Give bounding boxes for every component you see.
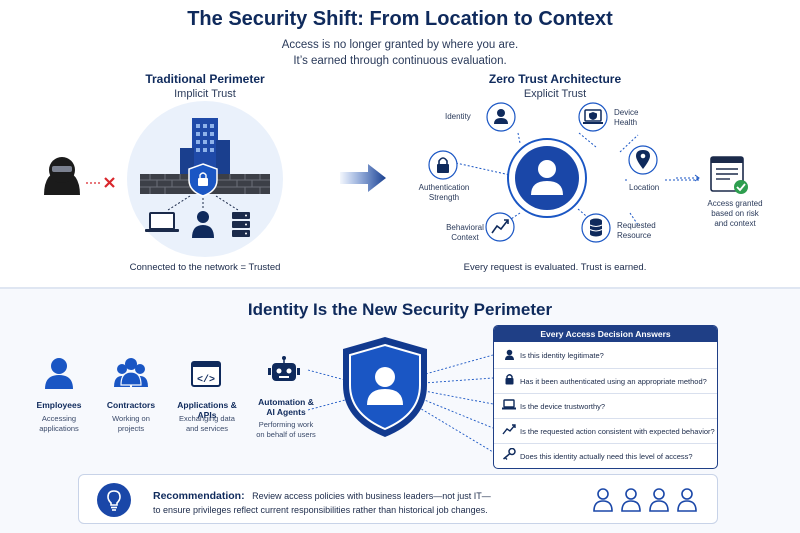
attacker-icon <box>44 157 80 195</box>
shield-to-questions-connectors <box>417 354 494 453</box>
page-subtitle: Access is no longer granted by where you… <box>0 37 800 69</box>
question-row-2: Has it been authenticated using an appro… <box>494 368 717 393</box>
location-node-icon <box>628 145 658 175</box>
recommendation-text: Recommendation: Review access policies w… <box>153 489 593 517</box>
signal-label-identity: Identity <box>445 112 471 121</box>
signal-label-device-health: Device Health <box>614 108 639 127</box>
subtitle-line-1: Access is no longer granted by where you… <box>281 39 519 51</box>
signal-label-resource: Requested Resource <box>617 221 656 240</box>
authentication-node-icon <box>428 150 458 180</box>
question-row-5: Does this identity actually need this le… <box>494 443 717 468</box>
access-decision-panel-heading: Every Access Decision Answers <box>494 326 717 342</box>
people-group-icons <box>593 488 697 512</box>
entity-label-automation: Automation & AI Agents <box>258 397 314 417</box>
page-title: The Security Shift: From Location to Con… <box>187 8 613 30</box>
result-arrowhead <box>694 174 700 182</box>
question-text-5: Does this identity actually need this le… <box>520 451 693 461</box>
laptop-icon <box>498 397 520 415</box>
signal-label-behavioral: Behavioral Context <box>446 223 484 242</box>
question-row-1: Is this identity legitimate? <box>494 343 717 368</box>
requested-resource-node-icon <box>581 213 611 243</box>
identity-section-title: Identity Is the New Security Perimeter <box>247 300 553 319</box>
recommendation-label: Recommendation: <box>153 490 245 502</box>
subtitle-line-2: It’s earned through continuous evaluatio… <box>293 55 507 67</box>
access-granted-label: Access granted based on risk and context <box>707 199 763 228</box>
recommendation-line-1-text: Review access policies with business lea… <box>252 491 491 501</box>
traditional-caption: Connected to the network = Trusted <box>129 262 281 273</box>
section-divider <box>0 287 800 289</box>
identity-shield-diagram <box>307 337 494 453</box>
access-granted-document-icon <box>710 156 748 194</box>
employees-icon <box>45 358 73 389</box>
user-icon <box>192 211 214 238</box>
recommendation-line-2: to ensure privileges reflect current res… <box>153 505 488 515</box>
identity-shield-icon <box>343 337 427 437</box>
signal-label-location: Location <box>629 183 660 192</box>
entity-icons: </> <box>45 356 300 389</box>
traditional-subheading: Implicit Trust <box>174 88 236 100</box>
question-text-2: Has it been authenticated using an appro… <box>520 376 707 386</box>
person-outline-icon-4 <box>677 488 697 512</box>
entity-label-contractors: Contractors <box>106 400 156 410</box>
entity-desc-automation: Performing work on behalf of users <box>256 420 316 439</box>
person-outline-icon-3 <box>649 488 669 512</box>
server-icon <box>232 212 250 237</box>
trend-line-icon <box>498 422 520 440</box>
question-row-4: Is the requested action consistent with … <box>494 418 717 443</box>
contractors-icon <box>114 358 148 387</box>
traditional-heading: Traditional Perimeter <box>145 72 265 86</box>
device-health-node-icon <box>578 102 608 132</box>
person-outline-icon-2 <box>621 488 641 512</box>
center-user-icon <box>531 160 563 195</box>
question-row-3: Is the device trustworthy? <box>494 393 717 418</box>
zero-trust-heading: Zero Trust Architecture <box>488 72 622 86</box>
person-outline-icon-1 <box>593 488 613 512</box>
internal-access-arrows <box>167 195 239 211</box>
lock-icon <box>498 372 520 390</box>
entity-desc-contractors: Working on projects <box>112 414 150 433</box>
key-icon <box>498 447 520 465</box>
question-text-3: Is the device trustworthy? <box>520 401 606 411</box>
zero-trust-diagram <box>428 102 748 243</box>
zero-trust-subheading: Explicit Trust <box>523 88 587 100</box>
lightbulb-icon <box>97 483 131 517</box>
access-decision-panel: Every Access Decision Answers Is this id… <box>493 325 718 469</box>
entity-label-employees: Employees <box>36 400 82 410</box>
recommendation-box: Recommendation: Review access policies w… <box>78 474 718 524</box>
question-text-1: Is this identity legitimate? <box>520 351 604 360</box>
entity-desc-applications: Exchanging data and services <box>179 414 235 433</box>
signal-label-authentication: Authentication Strength <box>418 183 470 202</box>
entity-to-shield-connectors <box>307 369 346 411</box>
deny-x-icon <box>104 177 115 188</box>
laptop-icon <box>145 212 179 232</box>
svg-text:</>: </> <box>197 374 215 386</box>
question-text-4: Is the requested action consistent with … <box>520 426 715 436</box>
entity-desc-employees: Accessing applications <box>39 414 79 433</box>
shield-lock-icon <box>188 163 218 197</box>
behavioral-context-node-icon <box>485 212 515 242</box>
zero-trust-caption: Every request is evaluated. Trust is ear… <box>463 262 647 273</box>
user-icon <box>498 347 520 365</box>
automation-robot-icon <box>268 356 300 381</box>
traditional-perimeter-diagram <box>44 101 283 257</box>
entity-label-applications: Applications & APIs <box>177 400 237 420</box>
transition-arrow-icon <box>340 164 386 192</box>
applications-apis-icon: </> <box>191 361 221 387</box>
recommendation-line-1: Recommendation: Review access policies w… <box>153 489 593 503</box>
identity-node-icon <box>486 102 516 132</box>
